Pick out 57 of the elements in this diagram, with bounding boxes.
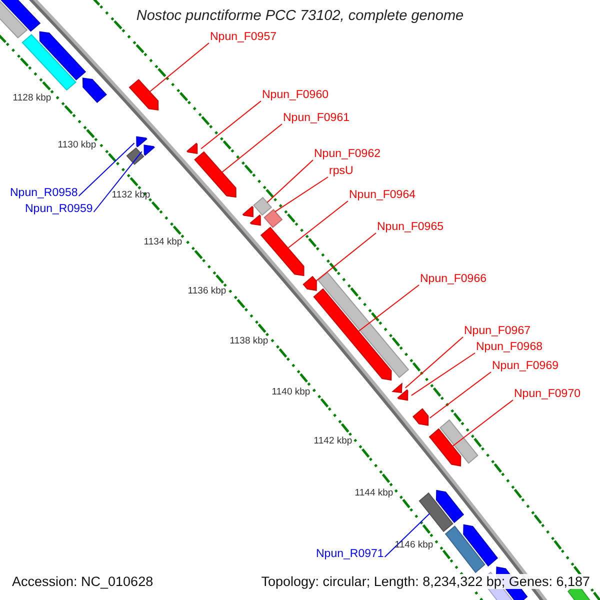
gene-label: Npun_R0958 — [10, 187, 78, 200]
title: Nostoc punctiforme PCC 73102, complete genome — [135, 8, 465, 24]
leader-line — [274, 176, 328, 212]
leader-line — [358, 284, 420, 332]
gene-label: Npun_F0968 — [476, 341, 542, 354]
gene-feature — [194, 151, 236, 198]
gene-label: Npun_F0960 — [262, 89, 328, 102]
scale-label: 1136 kbp — [188, 286, 226, 296]
leader-line — [78, 142, 135, 196]
info-text: Accession: NC_010628 — [10, 574, 156, 589]
gene-label: Npun_F0969 — [492, 360, 558, 373]
gene-feature — [412, 408, 429, 426]
scale-label: 1130 kbp — [58, 140, 96, 150]
leader-line — [410, 352, 476, 396]
gene-bar — [264, 209, 283, 228]
scale-label: 1140 kbp — [272, 386, 310, 398]
leader-line — [266, 160, 314, 203]
gene-bar — [252, 196, 272, 216]
gene-label: Npun_R0959 — [25, 203, 93, 216]
gene-feature — [313, 288, 392, 381]
gene-label: Npun_F0957 — [210, 31, 276, 44]
leader-line — [404, 336, 464, 388]
gene-label: Npun_F0961 — [283, 112, 350, 125]
leader-line — [200, 100, 262, 150]
gene-feature — [144, 144, 155, 156]
gene-bar — [418, 492, 454, 532]
gene-feature — [128, 78, 159, 111]
gene-feature — [428, 428, 462, 466]
leader-line — [316, 232, 376, 282]
gene-label: rpsU — [329, 165, 354, 178]
leader-line — [429, 372, 492, 419]
leader-line — [221, 124, 282, 173]
scale-label: 1132 kbp — [112, 190, 150, 200]
gene-label: Npun_F0967 — [464, 325, 530, 338]
gene-feature — [392, 383, 402, 394]
leader-line — [93, 151, 142, 212]
gene-feature — [260, 226, 304, 276]
scale-label: 1134 kbp — [144, 236, 182, 248]
leader-line — [149, 42, 210, 92]
gene-label: Npun_F0970 — [514, 388, 580, 401]
leader-line — [452, 400, 514, 447]
gene-label: Npun_F0962 — [314, 148, 380, 161]
gene-label: Npun_F0966 — [420, 273, 486, 286]
gene-label: Npun_F0964 — [349, 189, 416, 202]
leader-line — [384, 513, 430, 558]
gene-feature — [136, 136, 148, 148]
scale-label: 1142 kbp — [314, 436, 352, 446]
scale-label: 1128 kbp — [12, 92, 52, 104]
gene-feature — [397, 389, 408, 401]
scale-label: 1144 kbp — [354, 488, 394, 498]
gene-label: Npun_F0965 — [377, 221, 444, 234]
gene-feature — [186, 142, 198, 154]
gene-label: Npun_R0971 — [316, 548, 384, 561]
leader-line — [288, 200, 348, 249]
info-text: Topology: circular; Length: 8,234,322 bp; Genes: 6,187 — [259, 574, 592, 589]
scale-label: 1146 kbp — [394, 540, 434, 550]
scale-label: 1138 kbp — [230, 336, 268, 346]
